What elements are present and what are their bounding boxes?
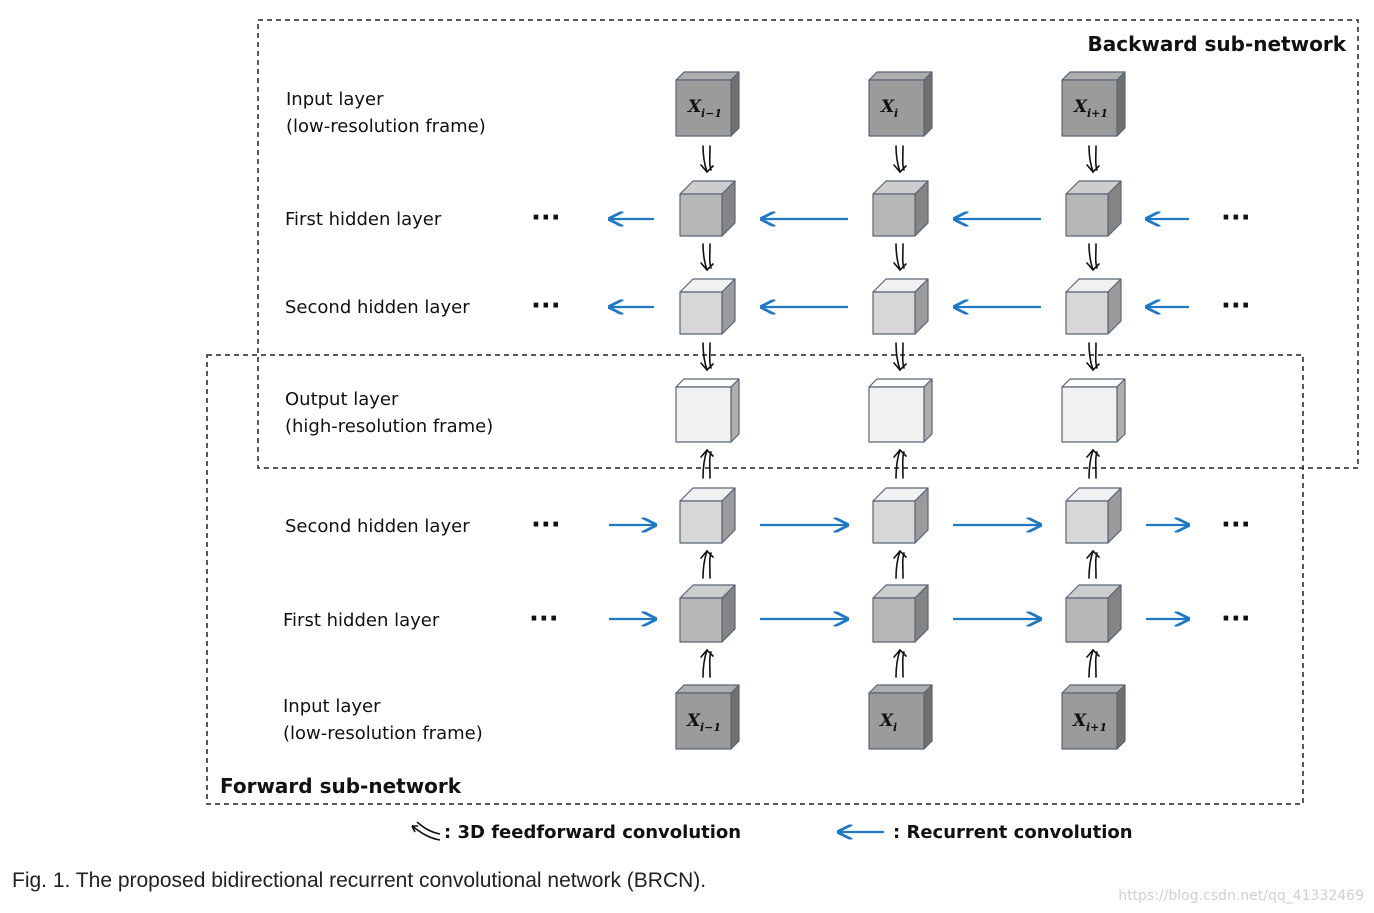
backward-ff-arrow-2-a <box>700 243 714 272</box>
backward-ff-arrow-2-b <box>893 243 907 272</box>
backward-subnetwork-title: Backward sub-network <box>1087 32 1346 56</box>
backward-ff-arrow-1-c <box>1086 145 1100 174</box>
backward-ff-arrow-3-a <box>700 342 714 372</box>
backward-ff-arrow-1-b <box>893 145 907 174</box>
ellipsis-left-bh1: ··· <box>531 203 561 233</box>
backward-hidden1-cube-a <box>679 180 736 237</box>
output-label: Output layer <box>285 389 399 410</box>
ellipsis-left-fh1: ··· <box>529 604 559 634</box>
figure-caption: Fig. 1. The proposed bidirectional recur… <box>12 869 706 892</box>
forward-subnetwork-box <box>206 354 1304 805</box>
forward-hidden2-label: Second hidden layer <box>285 516 470 537</box>
forward-hidden1-cube-c <box>1065 584 1122 643</box>
forward-ff-arrow-1-c <box>1086 648 1100 678</box>
forward-input-frame-sub-c: i+1 <box>1086 721 1107 734</box>
output-cube-a <box>675 378 740 443</box>
backward-input-frame-sub-c: i+1 <box>1087 107 1108 120</box>
forward-ff-arrow-2-c <box>1086 549 1100 579</box>
forward-input-frame-sub-b: i <box>893 721 897 734</box>
backward-input-frame-label-a: X <box>687 97 702 117</box>
forward-ff-arrow-3-b <box>893 448 907 479</box>
backward-input-cube-c <box>1061 71 1126 137</box>
ellipsis-right-bh1: ··· <box>1221 203 1251 233</box>
recurrent-legend-label: : Recurrent convolution <box>893 822 1133 843</box>
backward-input-cube-b <box>868 71 933 137</box>
forward-ff-arrow-3-a <box>700 448 714 479</box>
ellipsis-left-fh2: ··· <box>531 510 561 540</box>
backward-ff-arrow-2-c <box>1086 243 1100 272</box>
forward-hidden1-cube-b <box>872 584 929 643</box>
forward-ff-arrow-1-b <box>893 648 907 678</box>
forward-input-frame-label-b: X <box>879 711 894 731</box>
watermark: https://blog.csdn.net/qq_41332469 <box>1118 888 1364 904</box>
backward-input-frame-sub-a: i−1 <box>701 107 722 120</box>
backward-hidden1-cube-b <box>872 180 929 237</box>
forward-ff-arrow-3-c <box>1086 448 1100 479</box>
backward-ff-arrow-1-a <box>700 145 714 174</box>
feedforward-legend-icon <box>411 821 441 841</box>
backward-input-frame-label-c: X <box>1073 97 1088 117</box>
backward-hidden2-label: Second hidden layer <box>285 297 470 318</box>
forward-input-frame-label-c: X <box>1072 711 1087 731</box>
backward-hidden2-cube-b <box>872 278 929 335</box>
forward-hidden1-cube-a <box>679 584 736 643</box>
backward-hidden2-cube-a <box>679 278 736 335</box>
forward-input-frame-sub-a: i−1 <box>700 721 721 734</box>
backward-input-frame-sub-b: i <box>894 107 898 120</box>
backward-subnetwork-box <box>257 19 1359 469</box>
ellipsis-right-bh2: ··· <box>1221 291 1251 321</box>
forward-hidden2-cube-b <box>872 487 929 544</box>
forward-input-label: Input layer <box>283 696 381 717</box>
forward-ff-arrow-2-b <box>893 549 907 579</box>
forward-ff-arrow-2-a <box>700 549 714 579</box>
forward-input-cube-a <box>675 684 740 750</box>
forward-hidden2-cube-c <box>1065 487 1122 544</box>
ellipsis-right-fh1: ··· <box>1221 604 1251 634</box>
forward-input-cube-b <box>868 684 933 750</box>
forward-input-frame-label-a: X <box>686 711 701 731</box>
backward-hidden2-cube-c <box>1065 278 1122 335</box>
forward-ff-arrow-1-a <box>700 648 714 678</box>
output-sublabel: (high-resolution frame) <box>285 416 493 437</box>
backward-input-sublabel: (low-resolution frame) <box>286 116 486 137</box>
output-cube-c <box>1061 378 1126 443</box>
legend: : 3D feedforward convolution : Recurrent… <box>411 821 1133 843</box>
backward-hidden1-cube-c <box>1065 180 1122 237</box>
feedforward-legend-label: : 3D feedforward convolution <box>444 822 741 843</box>
backward-hidden1-label: First hidden layer <box>285 209 442 230</box>
forward-hidden2-cube-a <box>679 487 736 544</box>
forward-input-sublabel: (low-resolution frame) <box>283 723 483 744</box>
backward-input-label: Input layer <box>286 89 384 110</box>
forward-hidden1-label: First hidden layer <box>283 610 440 631</box>
backward-input-cube-a <box>675 71 740 137</box>
backward-input-frame-label-b: X <box>880 97 895 117</box>
ellipsis-left-bh2: ··· <box>531 291 561 321</box>
backward-ff-arrow-3-b <box>893 342 907 372</box>
forward-subnetwork-title: Forward sub-network <box>220 774 462 798</box>
ellipsis-right-fh2: ··· <box>1221 510 1251 540</box>
forward-input-cube-c <box>1061 684 1126 750</box>
output-cube-b <box>868 378 933 443</box>
backward-ff-arrow-3-c <box>1086 342 1100 372</box>
